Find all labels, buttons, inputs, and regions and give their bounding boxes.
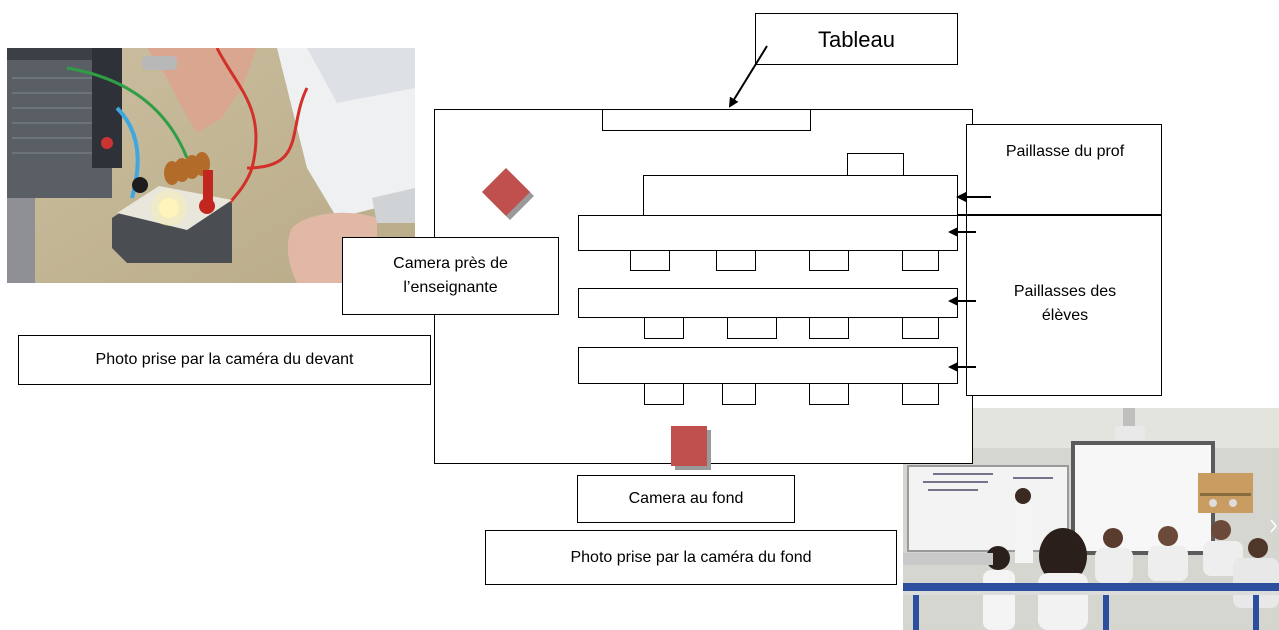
stool [809,250,849,271]
stool [644,317,684,339]
stool [727,317,777,339]
right-legend-frame [966,124,1162,396]
stool [716,250,756,271]
student-bench-3 [578,347,958,384]
stool [902,383,939,405]
teacher-bench [643,175,958,216]
stool [644,383,684,405]
stool [630,250,670,271]
label-camera-fond: Camera au fond [577,475,795,523]
student-bench-2 [578,288,958,318]
label-photo-devant: Photo prise par la caméra du devant [18,335,431,385]
stool [902,317,939,339]
label-tableau: Tableau [755,13,958,65]
label-paillasse-prof: Paillasse du prof [1005,143,1125,160]
stool [809,317,849,339]
student-bench-1 [578,215,958,251]
label-camera-pres: Camera près de l’enseignante [342,237,559,315]
back-camera-photo-illustration [903,408,1279,630]
stool [722,383,756,405]
label-paillasses-eleves: Paillasses des élèves [1013,283,1117,324]
teacher-bench-accessory [847,153,904,177]
back-camera-photo [903,408,1279,630]
label-photo-fond: Photo prise par la caméra du fond [485,530,897,585]
right-legend-divider [958,214,1162,216]
board-shape [602,109,811,131]
stool [902,250,939,271]
stool [809,383,849,405]
